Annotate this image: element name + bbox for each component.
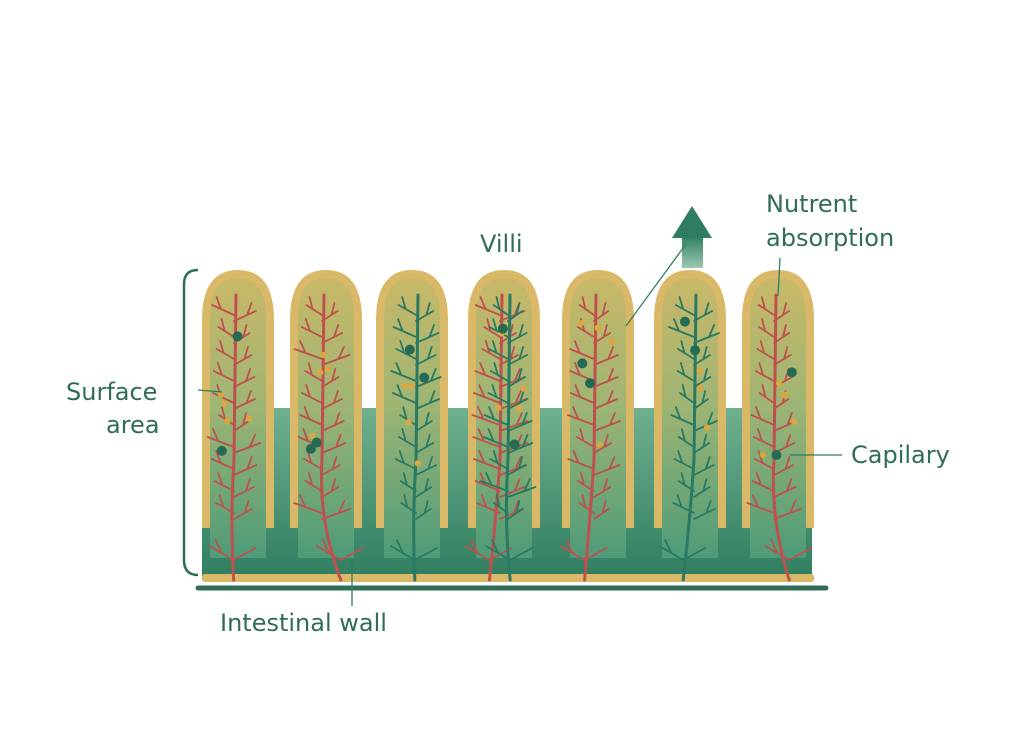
nutrient-dot bbox=[516, 405, 522, 411]
villus-1 bbox=[202, 270, 274, 580]
nutrient-molecule bbox=[312, 438, 322, 448]
nutrient-dot bbox=[596, 441, 602, 447]
intestinal-wall-epithelium bbox=[202, 574, 814, 582]
nutrient-dot bbox=[409, 383, 415, 389]
nutrient-dot bbox=[696, 367, 702, 373]
nutrient-molecule bbox=[585, 378, 595, 388]
nutrient-molecule bbox=[419, 373, 429, 383]
nutrient-dot bbox=[776, 380, 782, 386]
nutrient-molecule bbox=[690, 345, 700, 355]
nutrient-dot bbox=[415, 460, 421, 466]
capillary-label: Capilary bbox=[851, 441, 950, 469]
nutrient-molecule bbox=[772, 450, 782, 460]
nutrient-dot bbox=[781, 392, 787, 398]
villus-5 bbox=[561, 270, 634, 580]
nutrient-dot bbox=[246, 415, 252, 421]
nutrient-dot bbox=[405, 419, 411, 425]
villus-7 bbox=[742, 270, 814, 580]
villi-label: Villi bbox=[480, 230, 523, 258]
nutrient-dot bbox=[325, 366, 331, 372]
nutrient-dot bbox=[520, 385, 526, 391]
nutrient-molecule bbox=[233, 331, 243, 341]
nutrient-dot bbox=[221, 401, 227, 407]
nutrient-dot bbox=[495, 405, 501, 411]
nutrient-label-line1: Nutrent bbox=[766, 190, 857, 218]
villus-4 bbox=[465, 270, 540, 580]
nutrient-dot bbox=[595, 325, 601, 331]
nutrient-dot bbox=[760, 452, 766, 458]
nutrient-dot bbox=[791, 418, 797, 424]
surface-label-line2: area bbox=[106, 411, 160, 439]
nutrient-molecule bbox=[680, 317, 690, 327]
nutrient-dot bbox=[609, 339, 615, 345]
villus-2 bbox=[290, 270, 363, 580]
nutrient-molecule bbox=[787, 367, 797, 377]
nutrient-dot bbox=[224, 418, 230, 424]
bracket-icon bbox=[184, 270, 198, 575]
villus-3 bbox=[376, 270, 448, 580]
nutrient-molecule bbox=[510, 439, 520, 449]
nutrient-dot bbox=[402, 383, 408, 389]
nutrient-molecule bbox=[577, 358, 587, 368]
nutrient-dot bbox=[317, 369, 323, 375]
up-arrow-icon bbox=[672, 206, 712, 268]
villus-6 bbox=[654, 270, 726, 580]
nutrient-dot bbox=[578, 320, 584, 326]
nutrient-molecule bbox=[498, 324, 508, 334]
intestinal-wall-label: Intestinal wall bbox=[220, 609, 387, 637]
nutrient-label-line2: absorption bbox=[766, 224, 894, 252]
nutrient-dot bbox=[697, 385, 703, 391]
villus-core bbox=[384, 278, 440, 558]
nutrient-dot bbox=[704, 424, 710, 430]
nutrient-molecule bbox=[217, 446, 227, 456]
nutrient-dot bbox=[321, 352, 327, 358]
nutrient-molecule bbox=[405, 345, 415, 355]
surface-label-line1: Surface bbox=[66, 378, 157, 406]
